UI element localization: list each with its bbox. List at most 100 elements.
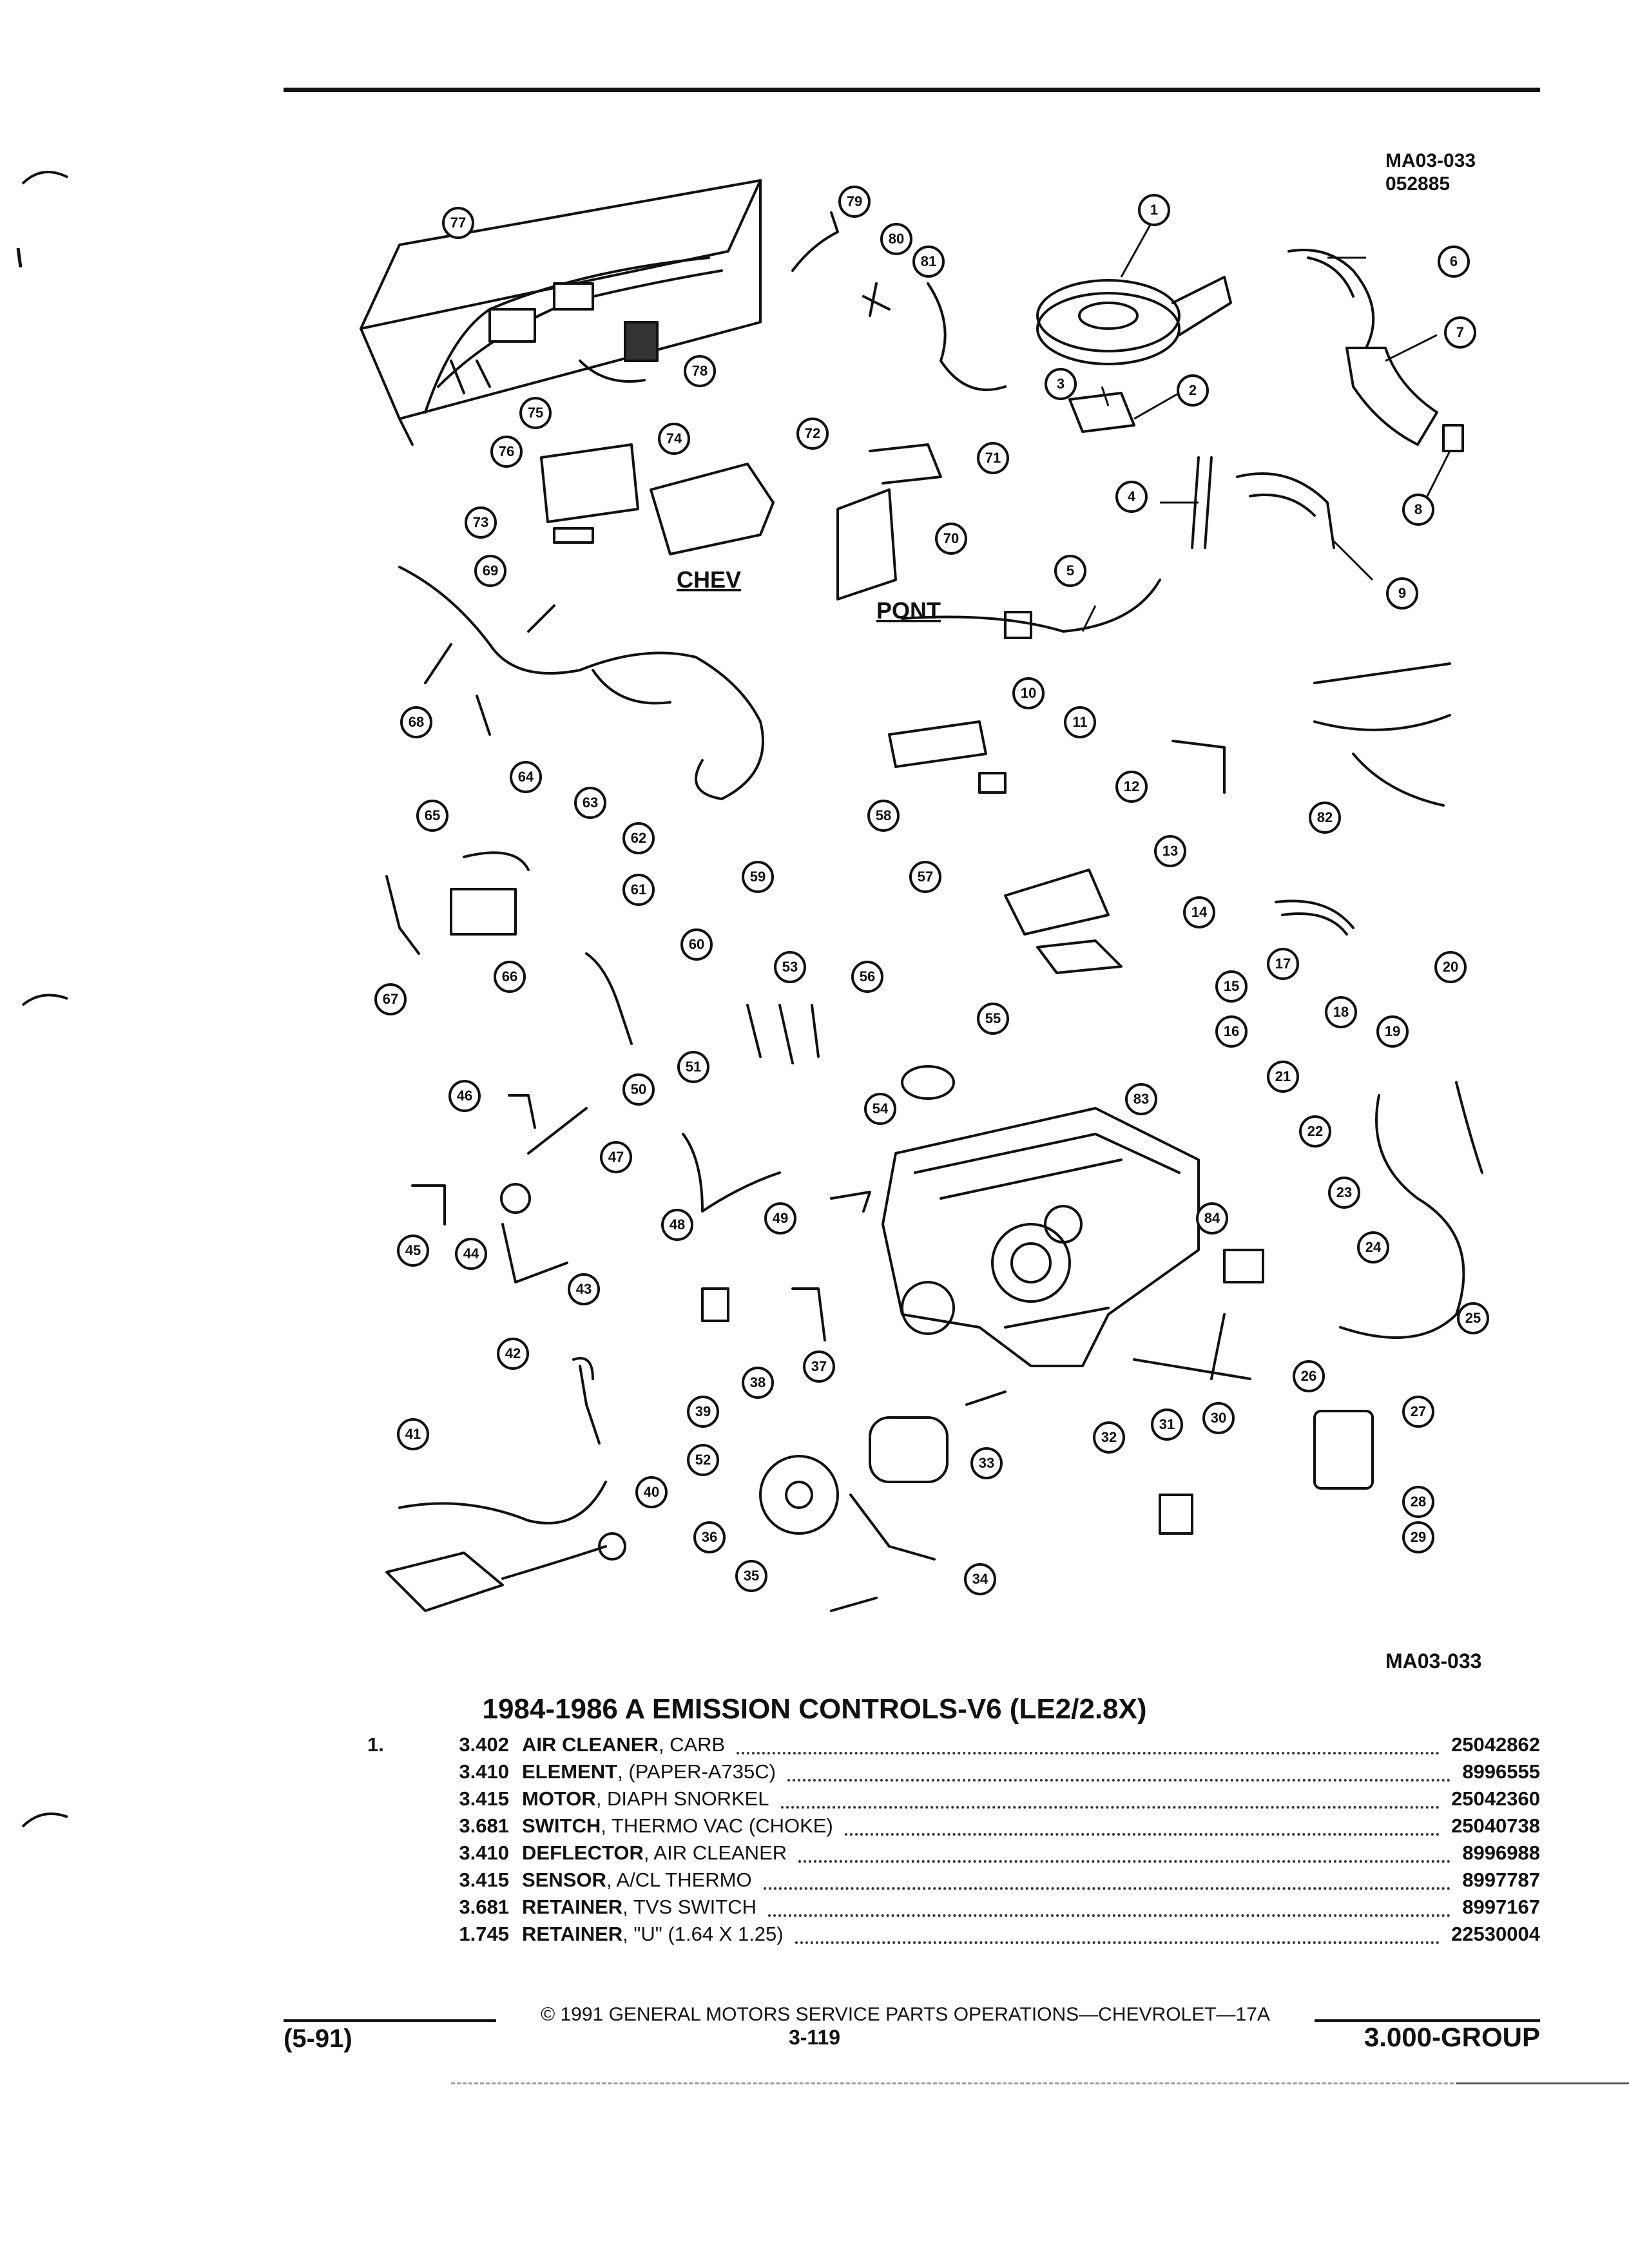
group-number: 3.415 xyxy=(459,1869,509,1891)
rod-47-drawing xyxy=(527,1107,588,1155)
bracket-46-drawing xyxy=(508,1094,536,1129)
leader-dots xyxy=(768,1914,1451,1917)
margin-mark xyxy=(21,1812,68,1828)
part-detail: , TVS SWITCH xyxy=(622,1896,757,1918)
part-detail: , CARB xyxy=(658,1733,726,1756)
actuator-44-drawing xyxy=(500,1183,531,1214)
bracket-72-drawing xyxy=(650,463,775,555)
exhaust-flange-drawing xyxy=(598,1532,626,1561)
catalytic-converter-drawing xyxy=(385,1552,504,1612)
wire-5-drawing xyxy=(901,579,1161,633)
revision-date: (5-91) xyxy=(284,2024,352,2053)
bracket-71-drawing xyxy=(869,443,942,485)
dashboard-panel-drawing xyxy=(360,179,762,446)
harness-12-drawing xyxy=(1171,740,1226,794)
group-number: 3.415 xyxy=(459,1787,509,1810)
sensor-50-drawing xyxy=(585,952,633,1045)
pipe-40-drawing xyxy=(398,1481,607,1524)
bracket-37-drawing xyxy=(791,1287,826,1341)
fitting-80-drawing xyxy=(862,282,891,317)
group-number: 1.745 xyxy=(459,1923,509,1945)
relay-84-drawing xyxy=(1223,1249,1264,1283)
hose-64-drawing xyxy=(463,851,530,871)
relay-31-drawing xyxy=(1159,1494,1193,1535)
part-detail: , A/CL THERMO xyxy=(606,1869,752,1891)
exploded-parts-diagram: CHEV PONT xyxy=(360,179,1483,1612)
bolt-drawing xyxy=(830,1597,878,1612)
control-module-74-drawing xyxy=(540,443,639,523)
part-description: RETAINER, TVS SWITCH xyxy=(522,1896,762,1919)
diagram-artwork xyxy=(360,179,1483,1612)
bracket-34-drawing xyxy=(849,1494,936,1561)
leader-dots xyxy=(798,1860,1451,1863)
part-name: ELEMENT xyxy=(522,1760,618,1783)
footer-dashed-line xyxy=(451,2082,1547,2086)
part-detail: , DIAPH SNORKEL xyxy=(595,1787,769,1810)
gasket-14-drawing xyxy=(1036,939,1123,974)
part-description: SENSOR, A/CL THERMO xyxy=(522,1869,757,1892)
part-description: ELEMENT, (PAPER-A735C) xyxy=(522,1760,781,1783)
group-number: 3.410 xyxy=(459,1841,509,1864)
part-detail: , AIR CLEANER xyxy=(643,1841,787,1864)
bracket-49-drawing xyxy=(830,1191,871,1213)
group-number: 3.402 xyxy=(459,1733,509,1756)
part-number: 8997167 xyxy=(1457,1896,1540,1919)
leader-dots xyxy=(845,1833,1440,1836)
figure-ref-code: MA03-033 xyxy=(1385,150,1476,171)
copyright-notice: © 1991 GENERAL MOTORS SERVICE PARTS OPER… xyxy=(541,2004,1270,2025)
figure-ref-number: 052885 xyxy=(1385,173,1451,195)
part-number: 25040738 xyxy=(1446,1814,1540,1838)
egr-valve-55-drawing xyxy=(901,1065,955,1100)
part-name: MOTOR xyxy=(522,1787,596,1810)
wire-30-drawing xyxy=(1133,1313,1251,1380)
duct-7-drawing xyxy=(1345,347,1438,446)
bolt-drawing xyxy=(965,1390,1007,1406)
leader-dots xyxy=(795,1941,1440,1944)
footer-rule-right xyxy=(1315,2019,1540,2022)
part-description: MOTOR, DIAPH SNORKEL xyxy=(522,1787,775,1811)
hose-79-drawing xyxy=(791,211,839,272)
part-name: SWITCH xyxy=(522,1814,601,1837)
chev-label: CHEV xyxy=(677,566,741,593)
part-detail: , THERMO VAC (CHOKE) xyxy=(601,1814,833,1837)
part-number: 8997787 xyxy=(1457,1869,1540,1892)
valve-39-drawing xyxy=(579,1365,601,1445)
engine-drawing xyxy=(882,1107,1200,1367)
sensor-8-drawing xyxy=(1442,424,1464,452)
part-number: 25042862 xyxy=(1446,1733,1540,1756)
margin-mark xyxy=(21,171,68,185)
part-name: DEFLECTOR xyxy=(522,1841,644,1864)
carburetor-13-drawing xyxy=(1004,869,1110,936)
switch-11-drawing xyxy=(978,772,1007,794)
group-number: 3.410 xyxy=(459,1760,509,1783)
duct-6-inner xyxy=(1307,256,1354,298)
hose-9-drawing xyxy=(1236,472,1335,549)
pulley-36-hub xyxy=(785,1481,813,1509)
canister-27-drawing xyxy=(1313,1410,1374,1490)
header-rule xyxy=(284,88,1540,92)
part-number: 8996555 xyxy=(1457,1760,1540,1783)
harness-81-drawing xyxy=(927,282,1007,391)
leader-dots xyxy=(787,1779,1451,1782)
part-name: RETAINER xyxy=(522,1923,623,1945)
leader-dots xyxy=(737,1752,1440,1754)
installed-view-82-drawing xyxy=(1313,662,1451,807)
harness-23-drawing xyxy=(1455,1081,1483,1174)
group-code: 3.000-GROUP xyxy=(1364,2022,1540,2052)
part-description: AIR CLEANER, CARB xyxy=(522,1733,731,1756)
exhaust-pipe-drawing xyxy=(501,1545,607,1580)
part-description: DEFLECTOR, AIR CLEANER xyxy=(522,1841,793,1865)
tubes-53-drawing xyxy=(746,1004,820,1064)
group-number: 3.681 xyxy=(459,1896,509,1918)
duct-6-drawing xyxy=(1287,249,1375,349)
bracket-48-drawing xyxy=(682,1133,781,1213)
harness-69-branches xyxy=(424,604,671,736)
part-description: RETAINER, "U" (1.64 X 1.25) xyxy=(522,1923,789,1946)
part-detail: , "U" (1.64 X 1.25) xyxy=(622,1923,784,1945)
callout-leaders xyxy=(1081,218,1451,632)
bracket-43-drawing xyxy=(501,1223,568,1283)
